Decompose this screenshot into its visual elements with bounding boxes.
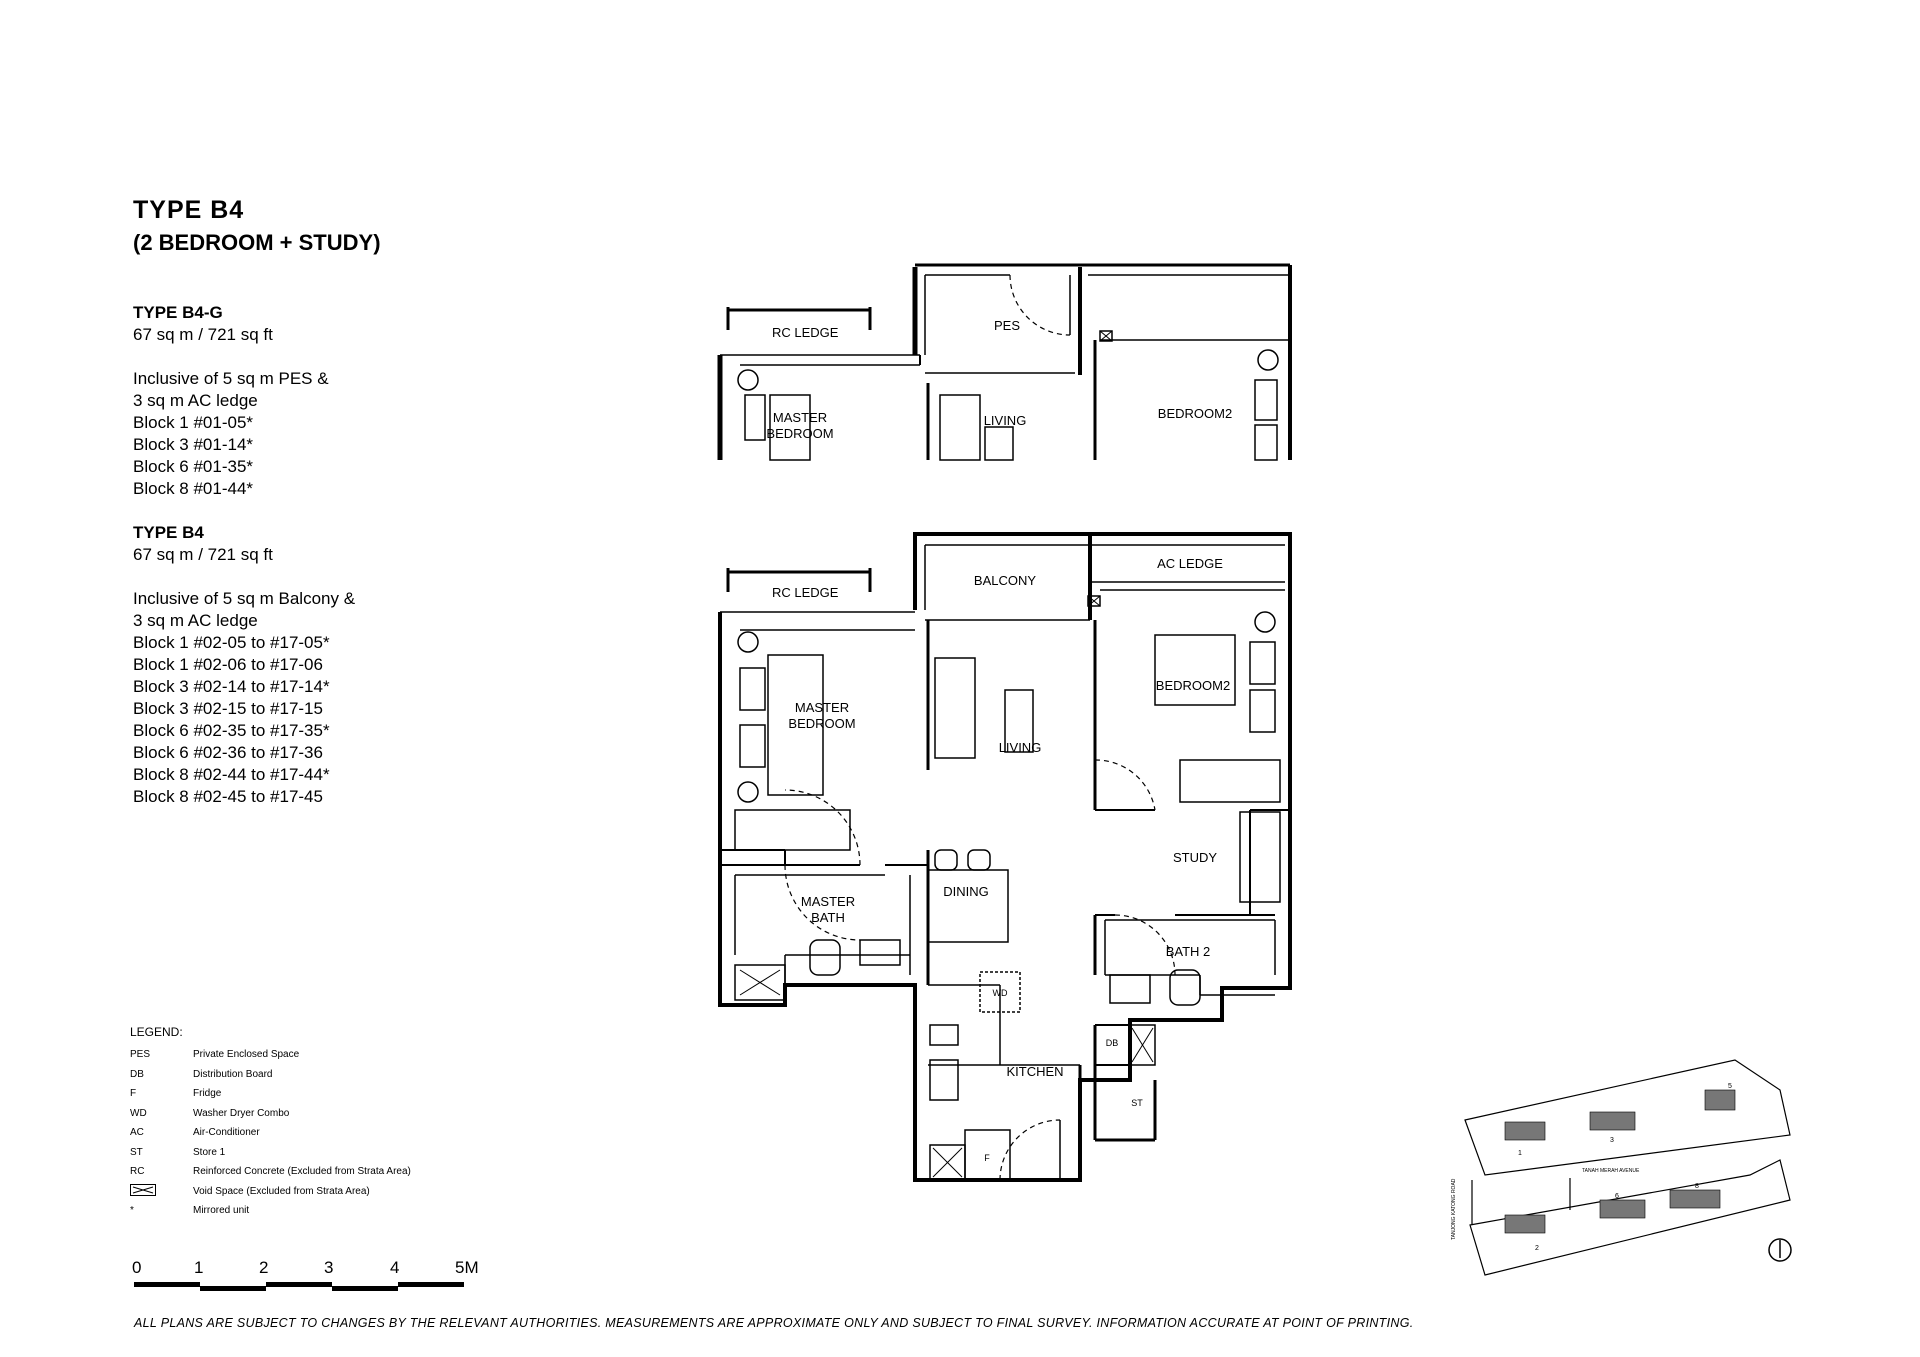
legend-desc: Washer Dryer Combo	[193, 1107, 290, 1119]
unit-main-line: Block 1 #02-06 to #17-06	[133, 655, 323, 674]
legend: LEGEND: PES Private Enclosed Space DB Dist…	[130, 1025, 411, 1221]
legend-key: WD	[130, 1107, 147, 1119]
room-label: BEDROOM2	[1158, 406, 1232, 421]
site-key-plan: 1 2 3 5 6 8 TANAH MERAH AVENUE TANJONG K…	[1451, 1059, 1792, 1276]
room-label: BEDROOM	[788, 716, 855, 731]
legend-key: F	[130, 1088, 137, 1100]
scale-tick-label: 4	[390, 1258, 400, 1277]
legend-desc: Store 1	[193, 1146, 226, 1158]
room-label: MASTER	[795, 700, 849, 715]
unit-g-line: Block 3 #01-14*	[133, 435, 254, 454]
room-label: WD	[993, 988, 1008, 998]
legend-desc: Reinforced Concrete (Excluded from Strat…	[193, 1166, 411, 1178]
legend-key: DB	[130, 1068, 144, 1080]
unit-main-heading: TYPE B4	[133, 523, 204, 542]
room-label: ST	[1131, 1098, 1143, 1108]
block-label: 5	[1728, 1083, 1732, 1090]
legend-key: AC	[130, 1127, 144, 1139]
legend-key: RC	[130, 1166, 145, 1178]
legend-desc: Private Enclosed Space	[193, 1049, 300, 1061]
unit-main-area: 67 sq m / 721 sq ft	[133, 545, 273, 564]
room-label: BATH 2	[1166, 944, 1211, 959]
unit-g-area: 67 sq m / 721 sq ft	[133, 325, 273, 344]
unit-main-line: Block 8 #02-44 to #17-44*	[133, 765, 330, 784]
unit-g-line: Block 8 #01-44*	[133, 479, 254, 498]
legend-row: ST Store 1	[130, 1143, 411, 1163]
room-label: BEDROOM	[766, 426, 833, 441]
unit-g-heading: TYPE B4-G	[133, 303, 223, 322]
unit-main-line: 3 sq m AC ledge	[133, 611, 258, 630]
legend-row: * Mirrored unit	[130, 1201, 411, 1221]
legend-desc: Fridge	[193, 1088, 222, 1100]
scale-tick-label: 3	[324, 1258, 334, 1277]
legend-desc: Mirrored unit	[193, 1205, 250, 1217]
void-space-icon	[130, 1183, 193, 1199]
room-label: DINING	[943, 884, 989, 899]
legend-row: RC Reinforced Concrete (Excluded from Str…	[130, 1162, 411, 1182]
unit-main-line: Block 6 #02-36 to #17-36	[133, 743, 323, 762]
legend-row: DB Distribution Board	[130, 1065, 411, 1085]
room-label: MASTER	[801, 894, 855, 909]
unit-main-line: Block 1 #02-05 to #17-05*	[133, 633, 330, 652]
unit-main-line: Block 8 #02-45 to #17-45	[133, 787, 323, 806]
disclaimer: ALL PLANS ARE SUBJECT TO CHANGES BY THE …	[134, 1316, 1414, 1330]
scale-tick-label: 1	[194, 1258, 204, 1277]
room-label: BALCONY	[974, 573, 1036, 588]
legend-row: Void Space (Excluded from Strata Area)	[130, 1182, 411, 1202]
north-arrow-icon	[1768, 1238, 1792, 1262]
floor-plan-b4: RC LEDGE BALCONY AC LEDGE MASTER BEDROOM…	[718, 532, 1292, 1182]
unit-main-line: Block 6 #02-35 to #17-35*	[133, 721, 330, 740]
unit-main-line: Block 3 #02-15 to #17-15	[133, 699, 323, 718]
room-label: PES	[994, 318, 1020, 333]
legend-row: WD Washer Dryer Combo	[130, 1104, 411, 1124]
block-label: 2	[1535, 1245, 1539, 1252]
scale-tick-label: 2	[259, 1258, 269, 1277]
room-label: F	[984, 1153, 990, 1163]
road-label: TANAH MERAH AVENUE	[1582, 1168, 1640, 1174]
legend-desc: Void Space (Excluded from Strata Area)	[193, 1185, 370, 1197]
room-label: MASTER	[773, 410, 827, 425]
unit-main-line: Inclusive of 5 sq m Balcony &	[133, 589, 356, 608]
room-label: KITCHEN	[1006, 1064, 1063, 1079]
legend-heading: LEGEND:	[130, 1025, 183, 1039]
room-label: BEDROOM2	[1156, 678, 1230, 693]
legend-row: PES Private Enclosed Space	[130, 1045, 411, 1065]
unit-main-info: TYPE B4 67 sq m / 721 sq ft Inclusive of…	[133, 522, 355, 808]
room-label: LIVING	[984, 413, 1027, 428]
unit-g-info: TYPE B4-G 67 sq m / 721 sq ft Inclusive …	[133, 302, 329, 500]
block-label: 6	[1615, 1193, 1619, 1200]
road-label: TANJONG KATONG ROAD	[1451, 1178, 1457, 1240]
unit-g-line: Inclusive of 5 sq m PES &	[133, 369, 329, 388]
unit-g-line: 3 sq m AC ledge	[133, 391, 258, 410]
floor-plan-b4g: RC LEDGE PES MASTER BEDROOM LIVING BEDRO…	[717, 263, 1292, 461]
room-label: DB	[1106, 1038, 1119, 1048]
room-label: LIVING	[999, 740, 1042, 755]
legend-row: F Fridge	[130, 1084, 411, 1104]
legend-key: ST	[130, 1146, 143, 1158]
block-label: 1	[1518, 1150, 1522, 1157]
unit-g-line: Block 1 #01-05*	[133, 413, 254, 432]
unit-g-line: Block 6 #01-35*	[133, 457, 254, 476]
scale-bar: 0 1 2 3 4 5M	[128, 1258, 488, 1298]
legend-desc: Air-Conditioner	[193, 1127, 260, 1139]
block-label: 3	[1610, 1137, 1614, 1144]
room-label: RC LEDGE	[772, 585, 839, 600]
room-label: RC LEDGE	[772, 325, 839, 340]
unit-main-line: Block 3 #02-14 to #17-14*	[133, 677, 330, 696]
legend-key: *	[130, 1205, 134, 1217]
scale-tick-label: 5M	[455, 1258, 479, 1277]
legend-key: PES	[130, 1049, 151, 1061]
room-label: AC LEDGE	[1157, 556, 1223, 571]
legend-row: AC Air-Conditioner	[130, 1123, 411, 1143]
block-label: 8	[1695, 1183, 1699, 1190]
legend-desc: Distribution Board	[193, 1068, 273, 1080]
room-label: STUDY	[1173, 850, 1217, 865]
page-title: TYPE B4	[133, 196, 245, 224]
scale-tick-label: 0	[132, 1258, 142, 1277]
room-label: BATH	[811, 910, 845, 925]
scale-graphic	[134, 1282, 464, 1291]
page-subtitle: (2 BEDROOM + STUDY)	[133, 230, 381, 255]
